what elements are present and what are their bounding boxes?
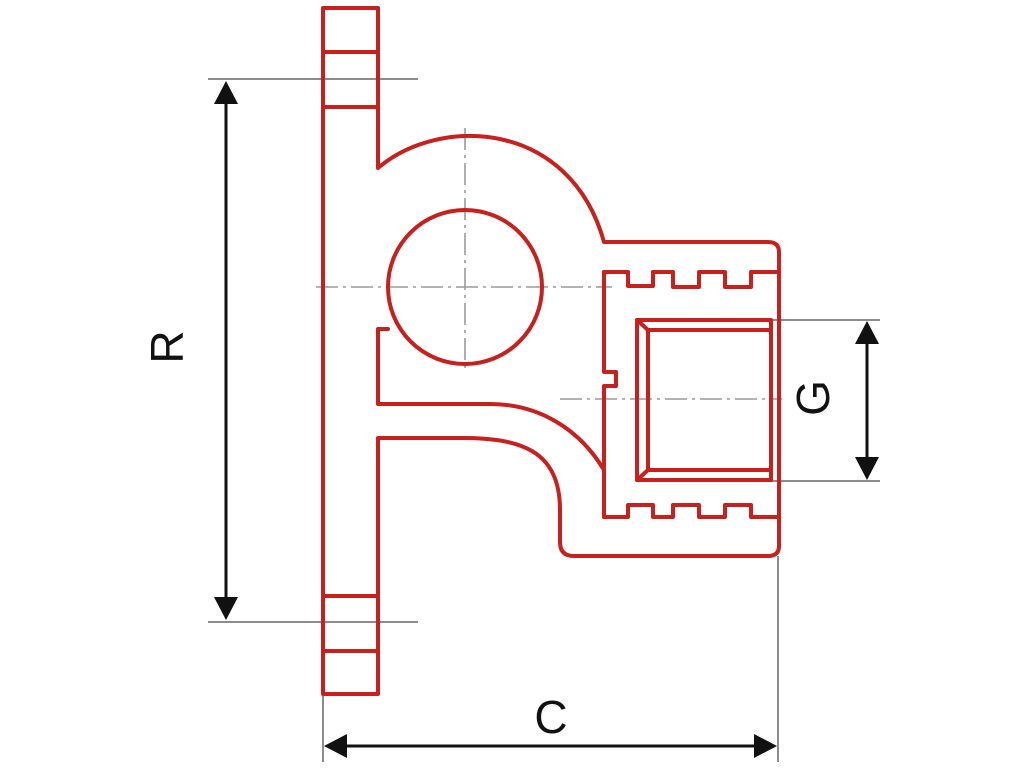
c-left-arrowhead [324,734,347,758]
clamp-slot [376,327,606,472]
r-top-arrowhead [214,81,238,104]
dimension-r: R [141,81,238,620]
thread-left-wall [602,270,618,519]
g-top-arrowhead [855,321,879,344]
g-dimension-label: G [787,380,839,416]
center-lines [316,128,782,400]
thread-bottom-profile [602,503,781,519]
inner-bore [635,318,773,482]
r-bottom-arrowhead [214,597,238,620]
c-right-arrowhead [754,734,777,758]
pipe-clamp-hole [386,208,544,366]
bracket-body-outline [321,6,781,696]
dimension-c: C [324,691,777,758]
c-dimension-label: C [534,691,567,743]
g-bottom-arrowhead [855,457,879,480]
dimension-g: G [787,321,879,480]
r-dimension-label: R [141,330,193,363]
inner-bore-thread [635,318,773,482]
thread-top-profile [602,270,781,289]
part-outline [321,6,781,696]
